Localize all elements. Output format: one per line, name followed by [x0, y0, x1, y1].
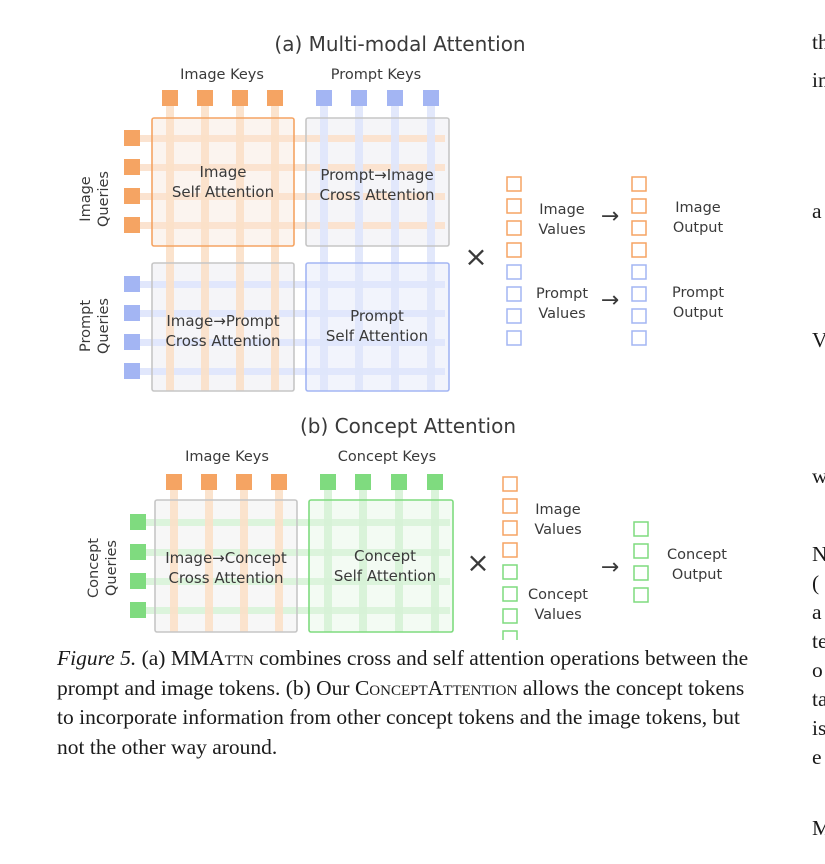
concept-query-stripes — [146, 519, 450, 614]
image-key-tokens — [162, 90, 283, 106]
prompt-value-tokens — [506, 264, 522, 346]
image-key-stripes-b — [170, 488, 283, 632]
prompt-keys-label: Prompt Keys — [331, 67, 421, 83]
prompt-queries-label: Prompt Queries — [78, 298, 112, 354]
concept-self-attention-block — [308, 499, 454, 633]
image-prompt-cross-attention-label: Image→Prompt Cross Attention — [165, 312, 280, 350]
svg-text:Prompt: Prompt — [350, 307, 404, 325]
concept-output-tokens — [633, 521, 649, 603]
svg-text:Cross Attention: Cross Attention — [165, 332, 280, 350]
svg-text:Prompt: Prompt — [672, 285, 724, 301]
svg-text:Image: Image — [535, 502, 580, 518]
svg-text:Cross Attention: Cross Attention — [319, 186, 434, 204]
svg-text:Self Attention: Self Attention — [334, 567, 436, 585]
image-query-tokens — [124, 130, 140, 233]
prompt-output-label: Prompt Output — [672, 285, 724, 321]
image-concept-cross-attention-label: Image→Concept Cross Attention — [165, 549, 287, 587]
svg-text:Concept: Concept — [86, 538, 102, 598]
image-prompt-cross-attention-block — [151, 262, 295, 392]
svg-text:Prompt: Prompt — [536, 286, 588, 302]
concept-keys-label: Concept Keys — [338, 449, 436, 465]
concept-query-tokens — [130, 514, 146, 618]
svg-text:Queries: Queries — [96, 298, 112, 354]
svg-text:Image: Image — [200, 163, 247, 181]
image-self-attention-label: Image Self Attention — [172, 163, 274, 201]
multiply-sign-b: × — [466, 546, 489, 579]
image-arrow: → — [601, 204, 619, 229]
image-keys-label-b: Image Keys — [185, 449, 269, 465]
svg-text:Output: Output — [673, 305, 724, 321]
concept-arrow: → — [601, 555, 619, 580]
concept-queries-label: Concept Queries — [86, 538, 120, 598]
svg-text:Cross Attention: Cross Attention — [168, 569, 283, 587]
svg-text:Self Attention: Self Attention — [172, 183, 274, 201]
image-query-stripes — [140, 135, 445, 229]
svg-text:Output: Output — [673, 220, 724, 236]
svg-text:Concept: Concept — [528, 587, 588, 603]
svg-text:Image→Concept: Image→Concept — [165, 549, 287, 567]
svg-text:Output: Output — [672, 567, 723, 583]
prompt-key-stripes — [320, 104, 435, 391]
attention-diagram: (a) Multi-modal Attention Image Keys Pro… — [78, 32, 727, 640]
image-value-tokens-b — [502, 476, 518, 558]
concept-value-tokens — [502, 564, 518, 640]
figure-caption: Figure 5. (a) MMAttn combines cross and … — [57, 646, 749, 759]
svg-text:Concept: Concept — [667, 547, 727, 563]
image-value-tokens — [506, 176, 522, 258]
panel-b-title: (b) Concept Attention — [300, 414, 516, 438]
prompt-image-cross-attention-label: Prompt→Image Cross Attention — [319, 166, 434, 204]
prompt-query-tokens — [124, 276, 140, 379]
panel-a-title: (a) Multi-modal Attention — [274, 32, 525, 56]
image-concept-cross-attention-block — [154, 499, 298, 633]
image-key-tokens-b — [166, 474, 287, 490]
prompt-arrow: → — [601, 288, 619, 313]
concept-self-attention-label: Concept Self Attention — [334, 547, 436, 585]
prompt-output-tokens — [631, 264, 647, 346]
multiply-sign-a: × — [464, 240, 487, 273]
prompt-query-stripes — [140, 281, 445, 375]
image-keys-label: Image Keys — [180, 67, 264, 83]
svg-text:Image→Prompt: Image→Prompt — [166, 312, 279, 330]
svg-text:Image: Image — [539, 202, 584, 218]
concept-key-tokens — [320, 474, 443, 490]
prompt-values-label: Prompt Values — [536, 286, 588, 322]
concept-values-label: Concept Values — [528, 587, 588, 623]
svg-text:Values: Values — [534, 607, 581, 623]
image-key-stripes — [166, 104, 279, 391]
svg-text:Image: Image — [675, 200, 720, 216]
image-output-label: Image Output — [673, 200, 724, 236]
figure-label: Figure 5. — [57, 646, 137, 670]
svg-text:Queries: Queries — [104, 540, 120, 596]
svg-text:Values: Values — [534, 522, 581, 538]
svg-text:Prompt: Prompt — [78, 300, 94, 352]
prompt-key-tokens — [316, 90, 439, 106]
image-queries-label: Image Queries — [78, 171, 112, 227]
svg-text:Concept: Concept — [354, 547, 416, 565]
prompt-self-attention-block — [305, 262, 450, 392]
svg-text:Values: Values — [538, 222, 585, 238]
svg-text:Prompt→Image: Prompt→Image — [320, 166, 433, 184]
prompt-self-attention-label: Prompt Self Attention — [326, 307, 428, 345]
svg-text:Values: Values — [538, 306, 585, 322]
svg-text:Queries: Queries — [96, 171, 112, 227]
image-output-tokens — [631, 176, 647, 258]
image-values-label-b: Image Values — [534, 502, 581, 538]
concept-output-label: Concept Output — [667, 547, 727, 583]
svg-text:Image: Image — [78, 176, 94, 221]
concept-key-stripes — [324, 488, 439, 632]
prompt-image-cross-attention-block — [305, 117, 450, 247]
image-values-label: Image Values — [538, 202, 585, 238]
image-self-attention-block — [151, 117, 295, 247]
svg-text:Self Attention: Self Attention — [326, 327, 428, 345]
